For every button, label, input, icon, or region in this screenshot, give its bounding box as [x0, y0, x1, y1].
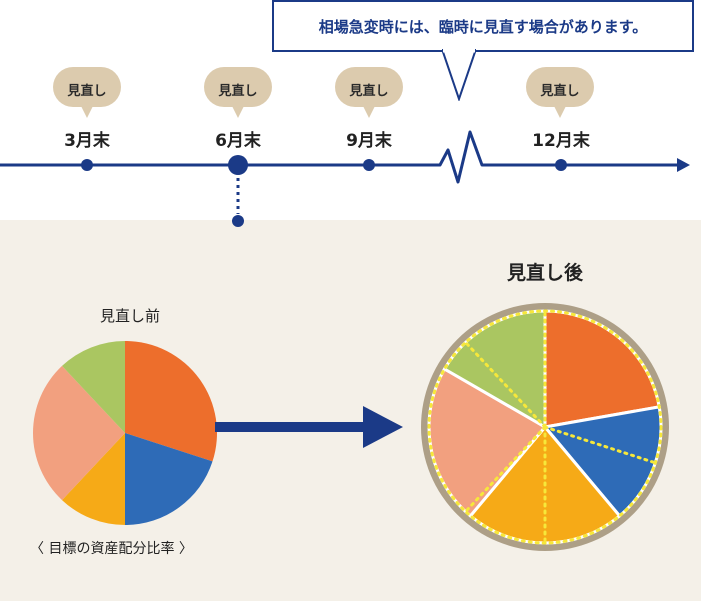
before-slice-2: [125, 433, 213, 525]
pie-before: [33, 341, 217, 525]
month-label-mar: 3月末: [64, 131, 110, 151]
review-bubble-jun: 見直し: [203, 66, 273, 126]
month-label-dec: 12月末: [532, 131, 590, 151]
bubble-text: 見直し: [218, 84, 258, 99]
timeline: [0, 130, 690, 227]
bubble-text: 見直し: [349, 84, 389, 99]
after-label: 見直し後: [506, 262, 583, 284]
timeline-dot-mar: [81, 159, 93, 171]
bubble-shape: [204, 67, 272, 118]
after-guide-line-5: [464, 340, 547, 429]
callout-text: 相場急変時には、臨時に見直す場合があります。: [318, 17, 648, 36]
bubble-shape: [526, 67, 594, 118]
timeline-arrowhead: [677, 158, 690, 172]
after-guide-circle: [427, 309, 663, 545]
bubble-shape: [335, 67, 403, 118]
timeline-dot-sep: [363, 159, 375, 171]
bubble-text: 見直し: [67, 84, 107, 99]
month-label-jun: 6月末: [215, 131, 261, 151]
callout-box: 相場急変時には、臨時に見直す場合があります。: [272, 0, 694, 52]
review-bubble-sep: 見直し: [334, 66, 404, 126]
month-label-sep: 9月末: [346, 131, 392, 151]
pie-after: [421, 303, 669, 551]
after-guide-line-2: [543, 425, 657, 465]
bubble-shape: [53, 67, 121, 118]
before-slice-5: [62, 341, 125, 433]
before-slice-3: [62, 433, 125, 525]
bubble-text: 見直し: [540, 84, 580, 99]
transition-arrow: [215, 406, 403, 448]
timeline-dot-dec: [555, 159, 567, 171]
review-bubble-mar: 見直し: [52, 66, 122, 126]
callout-tail: [442, 49, 476, 101]
review-bubble-dec: 見直し: [525, 66, 595, 126]
before-slice-1: [125, 341, 217, 462]
before-slice-4: [33, 365, 125, 501]
after-guide-line-4: [464, 425, 547, 514]
before-label: 見直し前: [99, 307, 160, 325]
timeline-dot-jun: [228, 155, 248, 175]
timeline-drop-end: [232, 215, 244, 227]
timeline-line: [0, 130, 678, 184]
allocation-caption: 〈 目標の資産配分比率 〉: [30, 541, 193, 557]
